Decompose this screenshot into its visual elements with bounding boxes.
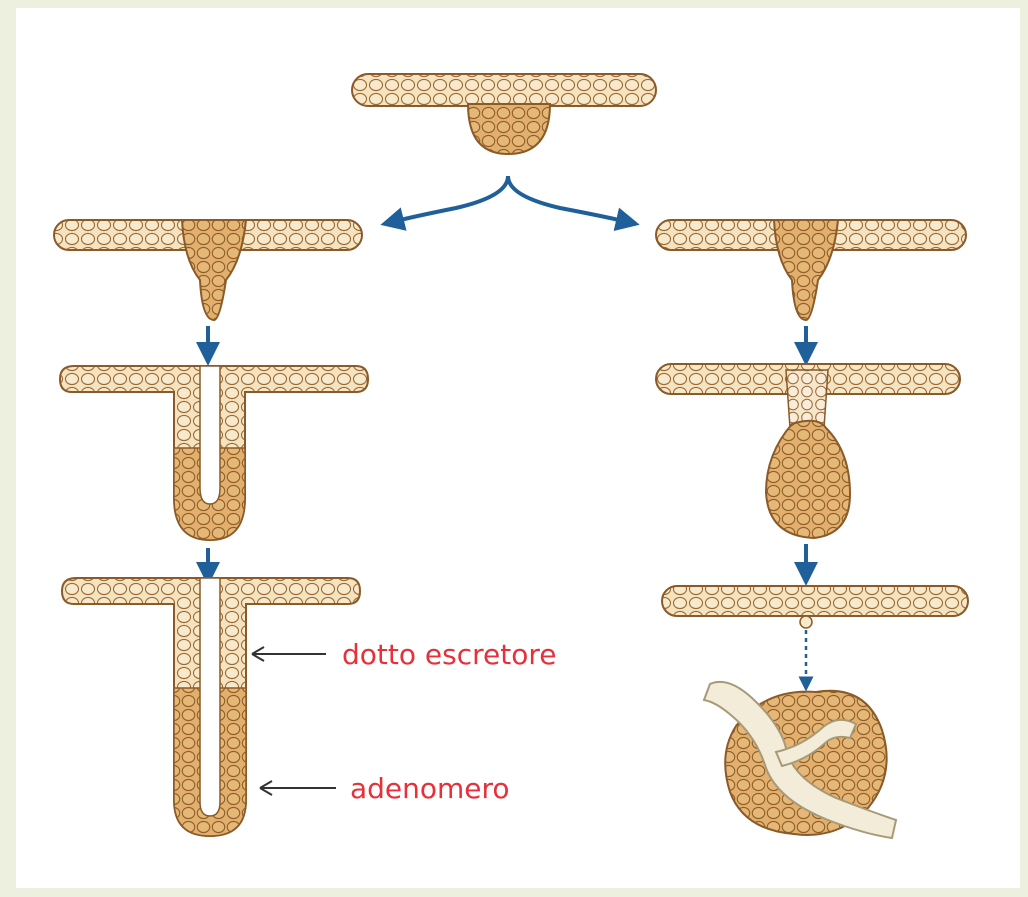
secretory-bud bbox=[182, 220, 246, 320]
left-stage-2-hollow-tube bbox=[60, 366, 368, 540]
right-stage-2-cell-cord bbox=[656, 364, 960, 538]
lumen bbox=[200, 578, 220, 816]
left-stage-1-solid-bud bbox=[54, 220, 362, 320]
diagram-canvas: dotto escretore adenomero bbox=[16, 8, 1020, 888]
duct-label: dotto escretore bbox=[342, 638, 556, 671]
secretory-bud bbox=[774, 220, 838, 320]
branching-arrow-icon bbox=[392, 176, 628, 222]
right-stage-3-endocrine-gland bbox=[662, 586, 968, 838]
left-arrow-icon bbox=[260, 781, 336, 795]
stage-initial-bud bbox=[352, 74, 656, 154]
right-stage-1-solid-bud bbox=[656, 220, 966, 320]
endocrine-cell-mass bbox=[766, 421, 850, 538]
epithelium-strip bbox=[662, 586, 968, 616]
regressing-cord bbox=[786, 370, 828, 428]
adenomere-label: adenomero bbox=[350, 772, 510, 805]
connection-remnant bbox=[800, 616, 812, 628]
epithelium-strip bbox=[352, 74, 656, 106]
secretory-bud bbox=[468, 104, 550, 154]
lumen bbox=[200, 366, 220, 504]
left-arrow-icon bbox=[252, 647, 326, 661]
gland-development-diagram bbox=[16, 8, 1020, 888]
left-stage-3-tubular-gland bbox=[62, 578, 360, 836]
